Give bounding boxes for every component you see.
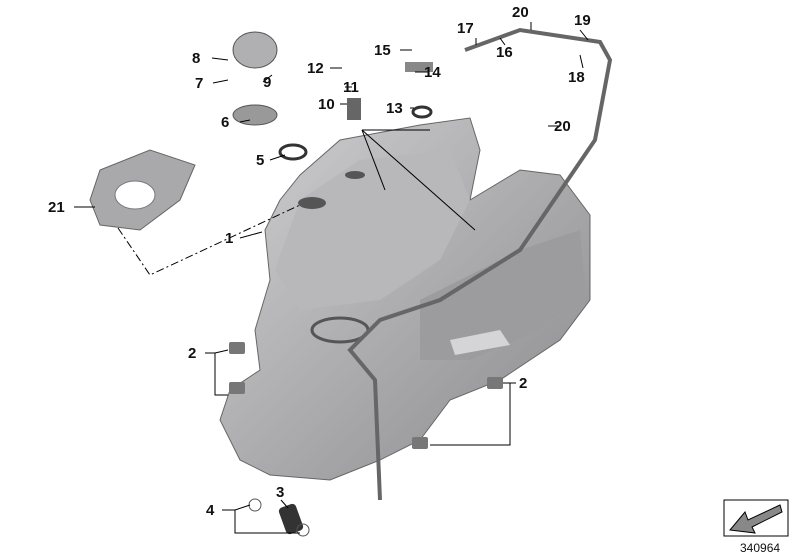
part-label-16: 16 <box>496 44 513 61</box>
part-label-7: 7 <box>195 75 204 92</box>
part-label-2: 2 <box>188 345 197 362</box>
rubber-mounts <box>229 342 503 449</box>
part-label-3: 3 <box>276 484 285 501</box>
part-label-1: 1 <box>225 230 234 247</box>
fuel-tank <box>219 117 591 481</box>
part-label-11: 11 <box>343 79 359 96</box>
part-label-19: 19 <box>574 12 591 29</box>
orientation-arrow-icon <box>723 499 789 537</box>
hose-3 <box>278 503 304 535</box>
part-label-15: 15 <box>374 42 391 59</box>
fuel-line <box>347 27 613 501</box>
filler-cap-parts <box>232 31 433 161</box>
part-label-20: 20 <box>554 118 571 135</box>
document-number: 340964 <box>740 541 781 555</box>
part-label-18: 18 <box>568 69 585 86</box>
part-label-5: 5 <box>256 152 265 169</box>
part-label-8: 8 <box>192 50 201 67</box>
part-label-12: 12 <box>307 60 324 77</box>
leader-lines <box>74 22 589 534</box>
part-label-21: 21 <box>48 199 65 216</box>
part-label-10: 10 <box>318 96 335 113</box>
part-label-9: 9 <box>263 74 272 91</box>
part-label-17: 17 <box>457 20 474 37</box>
part-label-13: 13 <box>386 100 403 117</box>
part-label-6: 6 <box>221 114 230 131</box>
part-label-20: 20 <box>512 4 529 21</box>
part-label-14: 14 <box>424 64 441 81</box>
part-label-2: 2 <box>519 375 528 392</box>
part-label-4: 4 <box>206 502 215 519</box>
